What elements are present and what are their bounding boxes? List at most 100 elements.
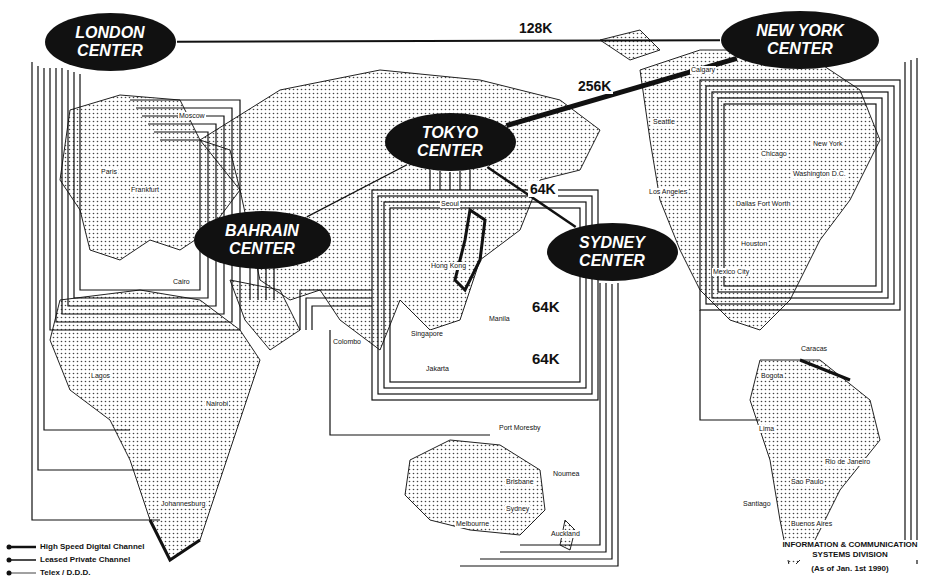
circuit-bundle-part — [80, 74, 200, 290]
bandwidth-label: 64K — [530, 350, 562, 367]
ellipse-fill — [721, 11, 879, 69]
legend-item: Leased Private Channel — [6, 553, 144, 566]
city-name: Chicago — [760, 150, 788, 158]
network-link — [307, 165, 407, 217]
city-name: Houston — [740, 240, 768, 248]
city-name: Lima — [758, 425, 775, 433]
ellipse-fill — [194, 211, 331, 269]
footer-note: (As of Jan. 1st 1990) — [775, 564, 925, 574]
circuit-bundle-part — [840, 62, 905, 550]
circuit-bundle-part — [459, 171, 460, 190]
circuit-bundle-part — [306, 298, 372, 330]
city-name: Rio de Janeiro — [824, 458, 871, 466]
city-name: Singapore — [410, 330, 444, 338]
center-text-group: SYDNEY CENTER — [572, 234, 653, 270]
city-name: Seoul — [440, 200, 460, 208]
legend-item: Telex / D.D.D. — [6, 566, 144, 579]
legend-item: High Speed Digital Channel — [6, 540, 144, 553]
ellipse-fill — [385, 113, 516, 171]
circuit-bundle-part — [249, 266, 250, 300]
legend-text: Telex / D.D.D. — [40, 568, 91, 577]
circuit-bundle-part — [257, 268, 258, 300]
city-name: Bogota — [760, 372, 784, 380]
circuit-bundle-part — [706, 86, 894, 304]
coast-line — [150, 210, 850, 560]
city-name: Moscow — [178, 112, 206, 120]
city-name: Jakarta — [425, 365, 450, 373]
center-name: SYDNEY CENTER — [572, 234, 652, 270]
legend-text: High Speed Digital Channel — [40, 542, 144, 551]
bandwidth-label: 64K — [530, 298, 562, 315]
city-name: Mexico City — [712, 268, 750, 276]
network-link — [506, 58, 737, 125]
circuit-bundle-part — [68, 70, 216, 306]
center-ellipse: BAHRAIN CENTER — [193, 210, 332, 270]
city-name: New York — [812, 140, 844, 148]
city-name: Sydney — [505, 505, 530, 513]
city-name: Caracas — [800, 345, 828, 353]
circuit-bundle-part — [520, 283, 600, 545]
land-mass-part — [200, 70, 600, 350]
city-name: Buenos Aires — [790, 520, 833, 528]
land-mass-part — [600, 30, 660, 60]
circuit-bundle-part — [469, 170, 470, 190]
legend-line-sample — [6, 542, 36, 552]
city-name: Nairobi — [205, 400, 229, 408]
circuit-bundle-part — [480, 284, 612, 559]
coast-line-part — [800, 360, 850, 380]
circuit-bundle-part — [312, 306, 372, 330]
circuit-bundle-part — [32, 62, 160, 520]
city-name: Auckland — [550, 530, 581, 538]
circuit-bundle-part — [372, 190, 598, 400]
center-ellipse: SYDNEY CENTER — [546, 222, 679, 282]
city-name: Colombo — [332, 338, 362, 346]
circuit-bundle-part — [449, 172, 450, 190]
city-name: Washington D.C. — [792, 170, 847, 178]
footer-note: INFORMATION & COMMUNICATION SYSTEMS DIVI… — [775, 540, 925, 560]
city-name: Noumea — [552, 470, 580, 478]
circuit-bundle-part — [712, 92, 888, 298]
bandwidth-label: 256K — [576, 78, 613, 94]
ellipse-fill — [547, 223, 678, 281]
city-name: Port Moresby — [498, 424, 542, 432]
city-name: Hong Kong — [430, 262, 467, 270]
circuit-bundle-part — [439, 171, 440, 190]
circuit-bundle-part — [38, 66, 150, 470]
circuit-bundle-part — [378, 196, 592, 394]
circuit-bundle-part — [50, 68, 240, 330]
bandwidth-label: 128K — [517, 20, 554, 36]
circuit-bundle-part — [830, 60, 911, 558]
circuit-bundle-part — [56, 68, 232, 322]
circuit-bundle-part — [390, 208, 580, 382]
center-text-group: NEW YORK CENTER — [751, 22, 850, 58]
city-name: Dallas Fort Worth — [735, 200, 791, 208]
circuit-bundle-part — [62, 68, 224, 314]
network-link — [487, 167, 575, 227]
circuit-bundle-part — [384, 202, 586, 388]
circuit-bundle-part — [74, 72, 208, 298]
center-text-group: LONDON CENTER — [70, 24, 151, 60]
city-name: Los Angeles — [648, 188, 688, 196]
city-name: Melbourne — [455, 520, 490, 528]
circuit-bundle-part — [273, 267, 274, 300]
land-mass-part — [750, 360, 880, 570]
circuit-bundle-part — [300, 290, 372, 330]
center-name: BAHRAIN CENTER — [220, 222, 304, 258]
legend-line-sample — [6, 568, 36, 578]
circuit-bundle-part — [265, 268, 266, 300]
city-name: Santiago — [742, 500, 772, 508]
center-ellipse: LONDON CENTER — [44, 12, 177, 72]
city-name: Frankfurt — [130, 186, 160, 194]
circuit-bundle-part — [700, 310, 760, 420]
center-ellipse: NEW YORK CENTER — [720, 10, 880, 70]
circuit-bundle-part — [724, 104, 876, 286]
center-text-group: BAHRAIN CENTER — [220, 222, 305, 258]
city-name: Sao Paulo — [790, 478, 824, 486]
circuit-bundle — [32, 58, 917, 566]
circuit-bundle-part — [718, 98, 882, 292]
circuit-bundle-part — [44, 68, 130, 430]
